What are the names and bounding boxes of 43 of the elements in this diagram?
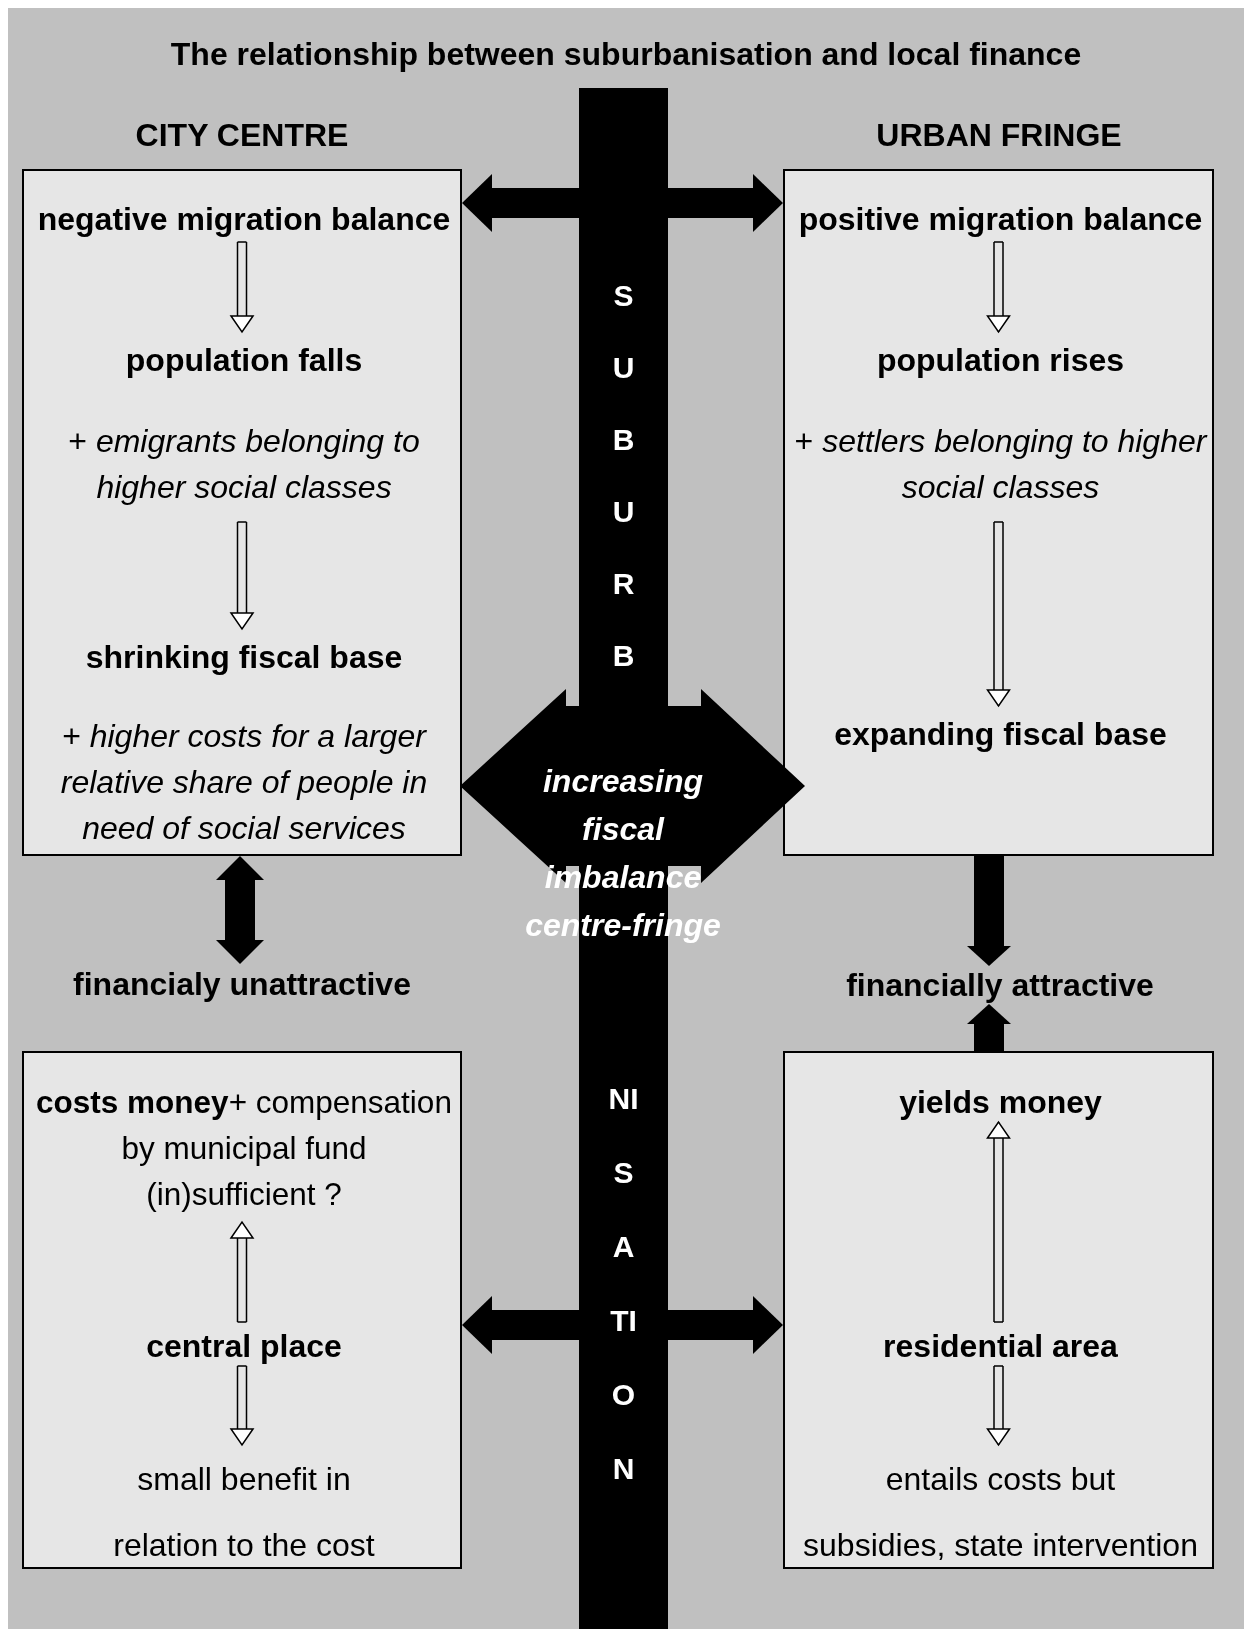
panel-box [22,1051,462,1569]
arrow [230,1221,254,1323]
arrow [462,174,579,232]
heading-text: population rises [876,341,1125,379]
column-heading: URBAN FRINGE [876,116,1122,154]
heading-text: financialy unattractive [73,965,411,1003]
arrow [967,1004,1011,1051]
arrow [230,521,254,630]
arrow [668,174,783,232]
diagram-title: The relationship between suburbanisation and local finance [170,35,1082,73]
heading-text: positive migration balance [798,200,1203,238]
body-text: + emigrants belonging to higher social classes [67,422,421,507]
arrow [668,1296,783,1354]
arrow [986,521,1011,707]
heading-text: central place [146,1327,342,1365]
double-arrow [216,856,264,964]
heading-text: expanding fiscal base [834,715,1167,753]
column-heading: CITY CENTRE [135,116,349,154]
body-text: entails costs but [885,1460,1116,1499]
arrow [462,1296,579,1354]
vertical-text: NISATION [608,1081,639,1487]
arrow [986,241,1011,333]
arrow [230,1365,254,1446]
heading-text: residential area [883,1327,1118,1365]
heading-text: population falls [125,341,363,379]
body-text: + settlers belonging to higher social classes [793,422,1209,507]
vertical-text: SUBURB [611,278,636,674]
heading-text: negative migration balance [37,200,451,238]
heading-text: yields money [899,1083,1102,1121]
body-text: small benefit in [137,1460,351,1499]
body-text: relation to the cost [113,1526,375,1565]
panel-box [22,169,462,856]
arrow [230,241,254,333]
body-text: costs money+ compensation by municipal fund (in)sufficient ? [35,1083,453,1214]
body-text: + higher costs for a larger relative share of people in need of social services [59,717,429,848]
panel-box [783,1051,1214,1569]
arrow [967,856,1011,966]
heading-text: financially attractive [846,966,1154,1004]
panel-box [783,169,1214,856]
body-text: subsidies, state intervention [803,1526,1198,1565]
arrow [986,1365,1011,1446]
arrow [986,1121,1011,1323]
heading-text: shrinking fiscal base [85,638,403,676]
